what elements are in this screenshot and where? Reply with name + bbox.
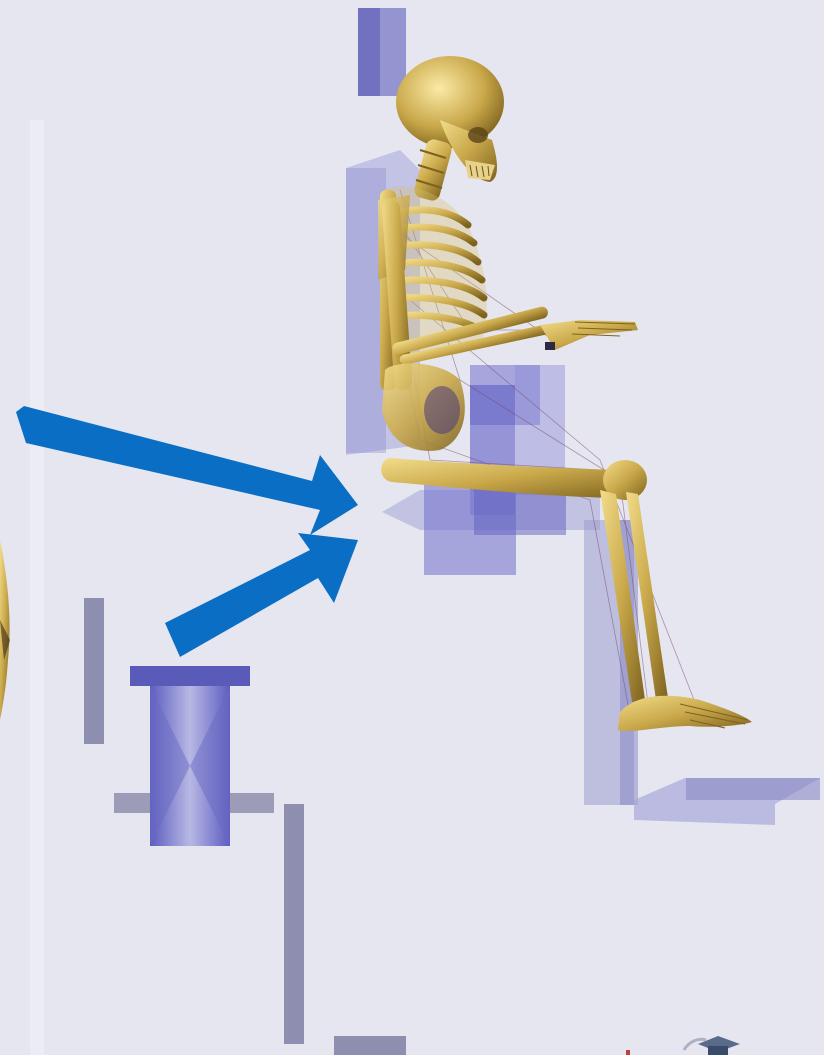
partial-skeleton-left-edge xyxy=(0,540,10,720)
headrest-block xyxy=(358,8,406,96)
hand xyxy=(540,320,638,350)
actuator-cylinder xyxy=(114,666,274,846)
background-panel-edge xyxy=(30,120,44,1055)
foot xyxy=(618,696,752,731)
foot-plate xyxy=(634,778,820,825)
graduation-cap-logo xyxy=(626,1036,740,1055)
force-arrow-lower xyxy=(165,533,358,657)
left-post xyxy=(84,598,104,744)
bottom-base-plate xyxy=(334,1036,406,1055)
force-arrow-upper xyxy=(16,406,358,535)
bottom-post xyxy=(284,804,304,1044)
